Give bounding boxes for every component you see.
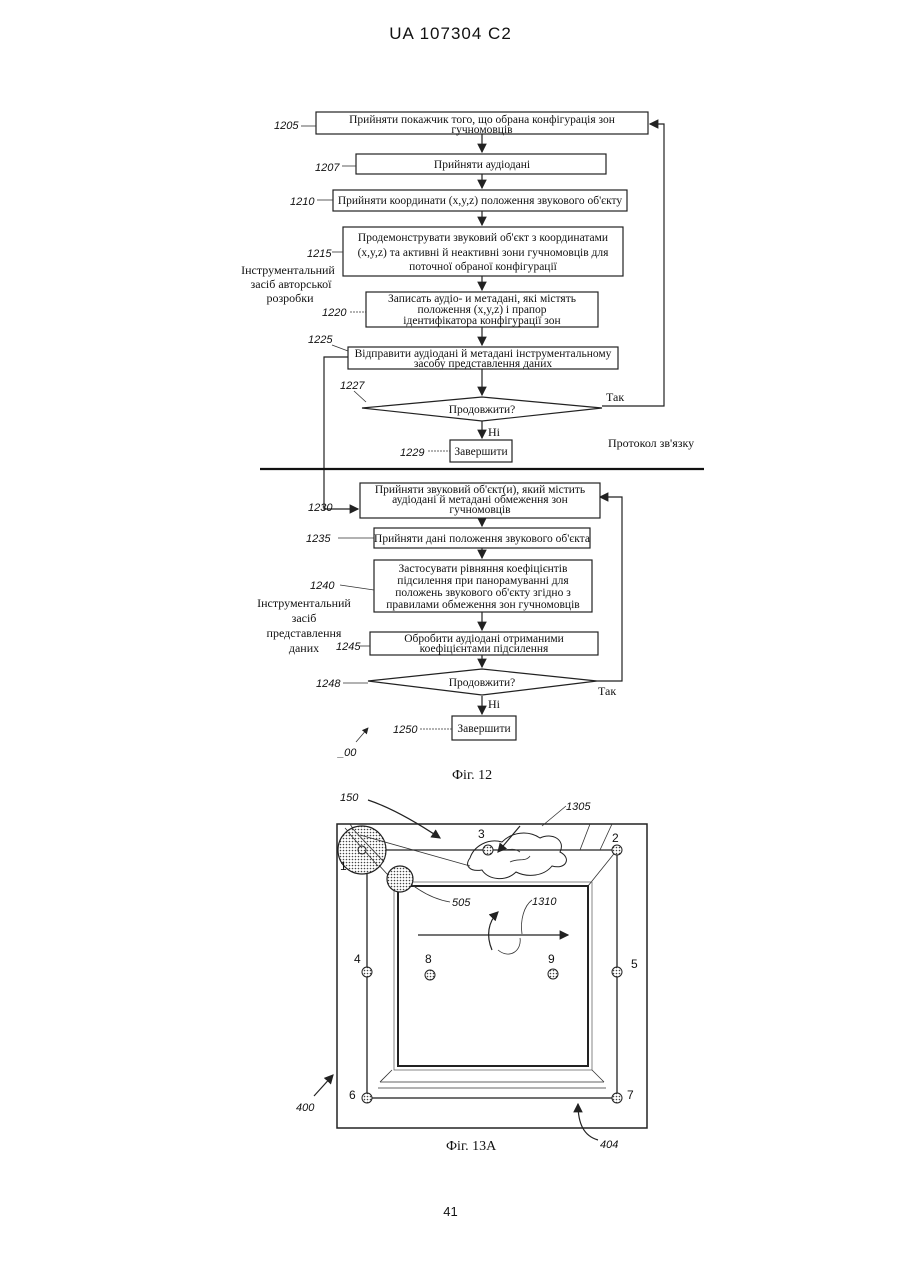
svg-text:6: 6	[349, 1088, 356, 1102]
speaker-9-icon	[548, 969, 558, 979]
svg-text:4: 4	[354, 952, 361, 966]
svg-text:8: 8	[425, 952, 432, 966]
svg-text:розробки: розробки	[266, 291, 314, 305]
flow-decision-1248: Продовжити? 1248 Так Ні	[316, 669, 616, 711]
flow-end-1250: Завершити 1250	[393, 716, 516, 740]
svg-text:7: 7	[627, 1088, 634, 1102]
zone-505-circle	[387, 866, 413, 892]
flow-step-1225: Відправити аудіодані й метадані інструме…	[308, 334, 618, 370]
decision-no-label-1227: Ні	[488, 425, 501, 439]
fig13a-caption: Фіг. 13А	[446, 1139, 497, 1154]
protocol-label: Протокол зв'язку	[608, 436, 694, 450]
svg-text:1207: 1207	[315, 162, 340, 174]
svg-text:підсилення при панорамуванні д: підсилення при панорамуванні для	[397, 575, 569, 587]
svg-text:1225: 1225	[308, 334, 333, 346]
speaker-1-icon	[358, 846, 366, 854]
svg-text:1230: 1230	[308, 502, 333, 514]
speaker-6-icon	[362, 1093, 372, 1103]
speaker-labels: 1 2 3 4 5 6 7 8 9	[340, 827, 638, 1102]
ref-1310: 1310	[532, 896, 557, 908]
svg-text:1235: 1235	[306, 533, 331, 545]
speaker-5-icon	[612, 967, 622, 977]
svg-text:коефіцієнтами підсилення: коефіцієнтами підсилення	[420, 643, 549, 655]
flow-step-1207: Прийняти аудіодані 1207	[315, 154, 606, 174]
fig12-caption: Фіг. 12	[452, 768, 492, 783]
speaker-3-icon	[483, 845, 493, 855]
figure-ref-label: _00	[337, 747, 357, 759]
svg-text:Завершити: Завершити	[457, 723, 510, 735]
svg-text:гучномовців: гучномовців	[451, 124, 513, 136]
svg-text:1215: 1215	[307, 248, 332, 260]
svg-text:1245: 1245	[336, 641, 361, 653]
ref-400: 400	[296, 1102, 315, 1114]
svg-text:гучномовців: гучномовців	[449, 504, 511, 516]
svg-text:1: 1	[340, 859, 347, 873]
svg-text:1220: 1220	[322, 307, 347, 319]
svg-text:даних: даних	[289, 641, 319, 655]
svg-text:Продовжити?: Продовжити?	[449, 677, 516, 689]
flow-step-1205: Прийняти покажчик того, що обрана конфіг…	[274, 112, 648, 136]
speaker-2-icon	[612, 845, 622, 855]
svg-text:представлення: представлення	[267, 626, 342, 640]
flow-step-1245: Обробити аудіодані отриманими коефіцієнт…	[336, 632, 598, 655]
svg-text:ідентифікатора конфігурації зо: ідентифікатора конфігурації зон	[403, 315, 560, 327]
flow-step-1220: Записать аудіо- и метадані, які містять …	[322, 292, 598, 327]
ref-150: 150	[340, 792, 359, 804]
svg-text:Прийняти координати (x,y,z) по: Прийняти координати (x,y,z) положення зв…	[338, 195, 623, 207]
rotation-arrow	[489, 912, 498, 950]
svg-text:Продовжити?: Продовжити?	[449, 404, 516, 416]
svg-text:1227: 1227	[340, 380, 365, 392]
svg-text:Завершити: Завершити	[454, 446, 507, 458]
flow-step-1215: Продемонструвати звуковий об'єкт з коорд…	[307, 227, 623, 276]
svg-text:1250: 1250	[393, 724, 418, 736]
svg-text:1248: 1248	[316, 678, 341, 690]
decision-yes-label-1248: Так	[598, 684, 616, 698]
decision-yes-label-1227: Так	[606, 390, 624, 404]
flow-step-1230: Прийняти звуковий об'єкт(и), який містит…	[308, 483, 600, 518]
speaker-4-icon	[362, 967, 372, 977]
figure-ref-arrow	[356, 728, 368, 742]
svg-text:положень звукового об'єкту згі: положень звукового об'єкту згідно з	[395, 587, 571, 599]
svg-text:Застосувати рівняння коефіцієн: Застосувати рівняння коефіцієнтів	[399, 563, 568, 575]
flow-step-1240: Застосувати рівняння коефіцієнтів підсил…	[310, 560, 592, 612]
authoring-tool-label: Інструментальний засіб авторської розроб…	[241, 263, 335, 305]
svg-text:5: 5	[631, 957, 638, 971]
svg-text:1205: 1205	[274, 120, 299, 132]
fig13a-diagram: 1 2 3 4 5 6 7 8 9 150 1305 505 1310 400 …	[296, 792, 647, 1154]
svg-text:2: 2	[612, 831, 619, 845]
svg-text:Інструментальний: Інструментальний	[257, 596, 351, 610]
svg-text:Прийняти аудіодані: Прийняти аудіодані	[434, 159, 530, 171]
flow-step-1235: Прийняти дані положення звукового об'єкт…	[306, 528, 590, 548]
svg-text:Продемонструвати звуковий об'є: Продемонструвати звуковий об'єкт з коорд…	[358, 232, 608, 244]
svg-text:правилами обмеження зон гучном: правилами обмеження зон гучномовців	[386, 599, 580, 611]
svg-text:1229: 1229	[400, 447, 424, 459]
flow-end-1229: Завершити 1229	[400, 440, 512, 462]
svg-text:3: 3	[478, 827, 485, 841]
svg-text:(x,y,z) та активні й неактивні: (x,y,z) та активні й неактивні зони гучн…	[358, 247, 610, 259]
ref-505: 505	[452, 897, 471, 909]
svg-text:1240: 1240	[310, 580, 335, 592]
svg-text:засіб авторської: засіб авторської	[251, 277, 333, 291]
svg-text:засіб: засіб	[292, 611, 317, 625]
svg-text:Інструментальний: Інструментальний	[241, 263, 335, 277]
ref-404: 404	[600, 1139, 618, 1151]
svg-text:1210: 1210	[290, 196, 315, 208]
speaker-8-icon	[425, 970, 435, 980]
svg-text:поточної обраної конфігурації: поточної обраної конфігурації	[409, 261, 557, 273]
svg-text:засобу представлення даних: засобу представлення даних	[414, 358, 552, 370]
decision-no-label-1248: Ні	[488, 697, 501, 711]
svg-text:9: 9	[548, 952, 555, 966]
fig12-flowchart: Прийняти покажчик того, що обрана конфіг…	[241, 112, 704, 783]
svg-text:Прийняти дані положення звуков: Прийняти дані положення звукового об'єкт…	[374, 533, 590, 545]
ref-1305: 1305	[566, 801, 591, 813]
flow-step-1210: Прийняти координати (x,y,z) положення зв…	[290, 190, 627, 211]
speaker-7-icon	[612, 1093, 622, 1103]
